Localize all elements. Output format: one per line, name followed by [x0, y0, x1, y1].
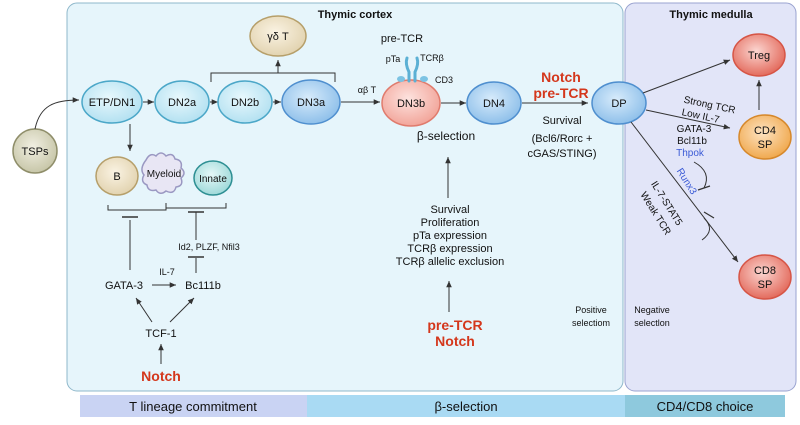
inhibit-runx3-thpok	[701, 217, 710, 241]
label-gata3-right: GATA-3	[677, 124, 712, 135]
label-positive-1: Positive	[575, 305, 607, 315]
arrow-dp-cd4	[645, 109, 731, 130]
label-thpok: Thpok	[676, 148, 705, 159]
footer-bar-cd4cd8	[625, 395, 785, 417]
cell-gdt-label: γδ T	[267, 31, 289, 43]
cell-dp-label: DP	[611, 98, 626, 110]
arrow-dp-cd8	[630, 121, 739, 263]
label-survival-factors-1: (Bcl6/Rorc +	[532, 133, 593, 145]
myeloid-cell-icon	[141, 152, 185, 194]
inhibit-thpok-runx3	[693, 161, 707, 189]
cell-gamma-delta-t	[249, 15, 307, 57]
footer-bar-lineage	[80, 395, 307, 417]
cell-cd4-sp	[738, 114, 792, 160]
label-notch-bottom-mid: Notch	[435, 333, 475, 349]
label-cd3: CD3	[435, 75, 453, 85]
footer-bar-beta	[307, 395, 625, 417]
cell-etp-label: ETP/DN1	[89, 97, 135, 109]
label-pre-tcr-top: pre-TCR	[381, 33, 423, 45]
cell-dn3b	[381, 79, 441, 127]
bracket-gdt	[210, 72, 336, 82]
cell-dn3a-label: DN3a	[297, 97, 326, 109]
label-ab-t: αβ T	[358, 85, 377, 95]
arrow-tcf1-gata3	[135, 297, 153, 323]
label-pta: pTa	[386, 54, 401, 64]
arrow-tsp-to-etp	[34, 97, 80, 130]
pre-tcr-receptor-icon	[397, 56, 428, 83]
bs-item-3: TCRβ expression	[407, 243, 492, 255]
bs-item-1: Proliferation	[421, 217, 480, 229]
label-tcrb: TCRβ	[420, 53, 444, 63]
medulla-title: Thymic medulla	[669, 9, 753, 21]
label-gata3-left: GATA-3	[105, 280, 143, 292]
cell-treg-label: Treg	[748, 50, 770, 62]
footer-label-lineage: T lineage commitment	[129, 399, 257, 414]
label-tcf1: TCF-1	[145, 328, 176, 340]
cell-cd8-sp	[738, 254, 792, 300]
footer-label-beta: β-selection	[434, 399, 497, 414]
cell-cd8-label-1: CD8	[754, 265, 776, 277]
cell-dn3b-label: DN3b	[397, 98, 425, 110]
cell-dn2b	[217, 80, 273, 124]
bracket-myeloid-innate	[165, 203, 227, 209]
arrow-tcf1-bcl11b	[169, 297, 195, 323]
label-negative-1: Negative	[634, 305, 670, 315]
label-negative-2: selectlon	[634, 318, 670, 328]
label-id2-plzf-nfil3: Id2, PLZF, Nfil3	[178, 242, 240, 252]
label-bcl11b-right: Bcl11b	[677, 136, 707, 147]
arrow-dp-treg	[642, 59, 731, 94]
cell-dn4	[466, 81, 522, 125]
cell-cd4-label-2: SP	[758, 139, 773, 151]
label-beta-selection-mid: β-selection	[417, 129, 475, 143]
bs-item-2: pTa expression	[413, 230, 487, 242]
cell-tsps-label: TSPs	[22, 146, 49, 158]
inhibit-bar-1	[697, 185, 711, 191]
cell-b-label: B	[113, 171, 120, 183]
label-survival: Survival	[542, 115, 581, 127]
label-notch-top: Notch	[541, 69, 581, 85]
cell-dn2a	[154, 80, 210, 124]
footer-label-cd4cd8: CD4/CD8 choice	[657, 399, 754, 414]
cell-innate	[193, 160, 233, 196]
cell-dp	[591, 81, 647, 125]
bs-item-4: TCRβ allelic exclusion	[396, 256, 504, 268]
cell-treg	[732, 33, 786, 77]
label-notch-bottom-left: Notch	[141, 368, 181, 384]
cell-innate-label: Innate	[199, 174, 227, 185]
cell-dn2a-label: DN2a	[168, 97, 197, 109]
inhibit-bar-2	[703, 211, 715, 219]
label-pretcr-bottom: pre-TCR	[427, 317, 482, 333]
label-positive-2: selectiom	[572, 318, 610, 328]
cell-myeloid-label: Myeloid	[147, 169, 181, 180]
label-pretcr-top-red: pre-TCR	[533, 85, 588, 101]
cortex-title: Thymic cortex	[318, 9, 393, 21]
cell-etp-dn1	[81, 80, 143, 124]
bs-item-0: Survival	[430, 204, 469, 216]
cell-cd4-label-1: CD4	[754, 125, 776, 137]
label-survival-factors-2: cGAS/STING)	[527, 148, 596, 160]
cell-dn3a	[281, 79, 341, 125]
cell-b	[95, 156, 139, 196]
cell-cd8-label-2: SP	[758, 279, 773, 291]
label-bcl11b-left: Bc111b	[185, 280, 221, 292]
cell-dn4-label: DN4	[483, 98, 505, 110]
cell-dn2b-label: DN2b	[231, 97, 259, 109]
label-il7-left: IL-7	[159, 267, 175, 277]
